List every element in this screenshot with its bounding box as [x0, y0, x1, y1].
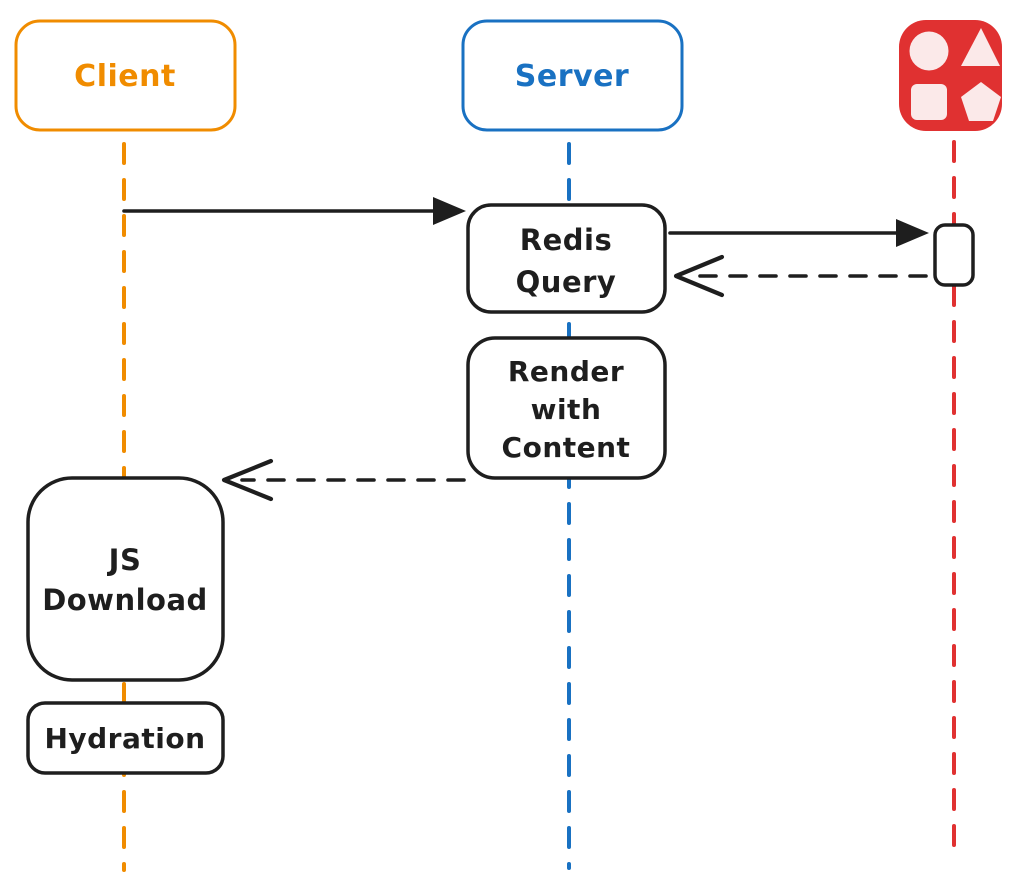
js-download-line1: JS — [107, 543, 142, 577]
redis-query-box — [466, 203, 667, 314]
hydration-box — [26, 701, 225, 775]
node-render-with-content: Render with Content — [466, 336, 667, 480]
js-download-line2: Download — [42, 583, 208, 617]
render-line3: Content — [502, 431, 631, 464]
node-hydration: Hydration — [26, 701, 225, 775]
triangle-shape — [961, 28, 1000, 66]
redis-query-line1: Redis — [520, 223, 612, 257]
server-label: Server — [515, 59, 629, 94]
client-label: Client — [74, 59, 176, 94]
js-download-box — [26, 476, 225, 682]
render-box — [466, 336, 667, 480]
actor-client: Client — [14, 19, 237, 132]
server-box — [461, 19, 684, 132]
client-box — [14, 19, 237, 132]
arrowhead-left-icon — [221, 458, 274, 502]
arrowhead-left-icon — [673, 254, 725, 298]
arrow-client-to-redis-query — [122, 197, 466, 225]
arrow-redis-return-to-redis-query — [673, 254, 928, 298]
arrow-render-to-client — [221, 458, 466, 502]
shapes-icon — [899, 20, 1002, 131]
node-js-download: JS Download — [26, 476, 225, 682]
pentagon-shape — [961, 82, 1001, 121]
actor-redis — [899, 20, 1002, 131]
node-redis-query: Redis Query — [466, 203, 667, 314]
circle-shape — [909, 31, 949, 71]
redis-query-line2: Query — [516, 265, 617, 299]
actor-server: Server — [461, 19, 684, 132]
redis-activation-bar — [933, 223, 975, 287]
render-line2: with — [531, 393, 602, 426]
arrowhead-right-icon — [896, 219, 929, 247]
arrowhead-right-icon — [433, 197, 466, 225]
render-line1: Render — [508, 355, 624, 388]
arrow-redis-query-to-redis — [668, 219, 929, 247]
hydration-label: Hydration — [44, 722, 205, 755]
square-shape — [911, 84, 947, 120]
